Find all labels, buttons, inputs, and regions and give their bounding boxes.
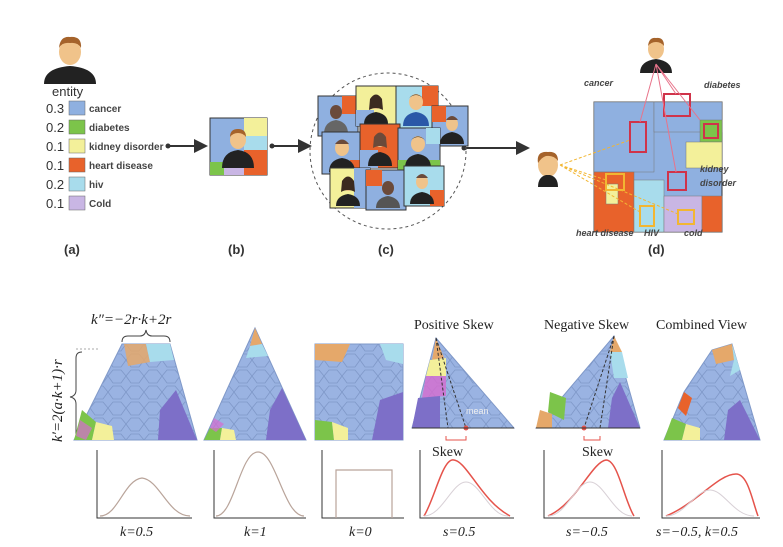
caption-combined: s=−0.5, k=0.5 <box>656 525 738 540</box>
treemap-label-cancer: cancer <box>584 78 614 88</box>
legend-name: heart disease <box>89 161 153 172</box>
legend-swatch-kidney <box>68 138 86 154</box>
legend-swatch-cancer <box>68 100 86 116</box>
legend-row-heart: 0.1 heart disease <box>46 157 153 173</box>
shape-positive-skew: mean <box>411 336 516 431</box>
observer-top-icon <box>640 37 672 73</box>
dist-plot-s-neg05 <box>543 450 640 519</box>
observer-side-icon <box>537 151 558 187</box>
legend-value: 0.1 <box>46 139 64 154</box>
treemap-label-diabetes: diabetes <box>704 80 741 90</box>
legend-name: kidney disorder <box>89 142 164 153</box>
dist-plot-k05 <box>96 450 192 519</box>
shape-negative-skew <box>534 334 641 431</box>
legend-name: Cold <box>89 199 111 210</box>
entity-person-icon <box>44 36 96 84</box>
disease-legend: 0.3 cancer 0.2 diabetes 0.1 kidney disor… <box>46 100 164 211</box>
formula-side: k′=2(a·k+1)·r <box>50 359 66 442</box>
shape-square <box>314 343 404 441</box>
skew-label-negative: Skew <box>582 445 614 460</box>
composite-treemap: cancer diabetes kidney disorder heart di… <box>559 63 741 257</box>
panel-label-c: (c) <box>378 242 394 257</box>
legend-row-hiv: 0.2 hiv <box>46 176 104 192</box>
panel-label-d: (d) <box>648 242 665 257</box>
header-negative-skew: Negative Skew <box>544 318 630 333</box>
legend-row-cancer: 0.3 cancer <box>46 100 121 116</box>
caption-k1: k=1 <box>244 525 267 540</box>
shape-triangle <box>203 326 307 441</box>
legend-name: cancer <box>89 104 121 115</box>
treemap-label-cold: cold <box>684 228 703 238</box>
dist-plot-combined <box>661 450 760 519</box>
legend-value: 0.1 <box>46 158 64 173</box>
crowd-tiles <box>317 85 469 211</box>
legend-row-cold: 0.1 Cold <box>46 195 111 211</box>
dist-plot-s05 <box>419 450 514 519</box>
legend-value: 0.2 <box>46 177 64 192</box>
mean-label: mean <box>466 406 489 416</box>
entity-label: entity <box>52 84 84 99</box>
formula-top: k″=−2r·k+2r <box>91 312 172 328</box>
dist-plot-k0 <box>321 450 404 519</box>
legend-row-kidney: 0.1 kidney disorder <box>46 138 164 154</box>
legend-value: 0.1 <box>46 196 64 211</box>
legend-name: hiv <box>89 180 104 191</box>
caption-s05: s=0.5 <box>443 525 475 540</box>
legend-row-diabetes: 0.2 diabetes <box>46 119 130 135</box>
caption-k0: k=0 <box>349 525 372 540</box>
caption-k05: k=0.5 <box>120 525 153 540</box>
caption-s-neg05: s=−0.5 <box>566 525 608 540</box>
legend-name: diabetes <box>89 123 130 134</box>
formula-top-brace <box>121 329 171 343</box>
legend-swatch-cold <box>68 195 86 211</box>
treemap-label-disorder: disorder <box>700 178 737 188</box>
legend-swatch-hiv <box>68 176 86 192</box>
treemap-label-kidney: kidney <box>700 164 730 174</box>
treemap-label-heart: heart disease <box>576 228 634 238</box>
shape-combined <box>663 343 761 441</box>
panel-label-a: (a) <box>64 242 80 257</box>
treemap-label-hiv: HIV <box>644 228 660 238</box>
panel-label-b: (b) <box>228 242 245 257</box>
population-cluster: (c) <box>309 72 469 257</box>
legend-value: 0.2 <box>46 120 64 135</box>
header-combined-view: Combined View <box>656 318 748 333</box>
legend-value: 0.3 <box>46 101 64 116</box>
header-positive-skew: Positive Skew <box>414 318 495 333</box>
shape-trapezoid <box>73 343 198 441</box>
legend-swatch-heart <box>68 157 86 173</box>
skew-label-positive: Skew <box>432 445 464 460</box>
legend-swatch-diabetes <box>68 119 86 135</box>
profile-tile: (b) <box>209 117 268 257</box>
dist-plot-k1 <box>213 450 306 519</box>
profile-person-icon <box>222 129 254 168</box>
